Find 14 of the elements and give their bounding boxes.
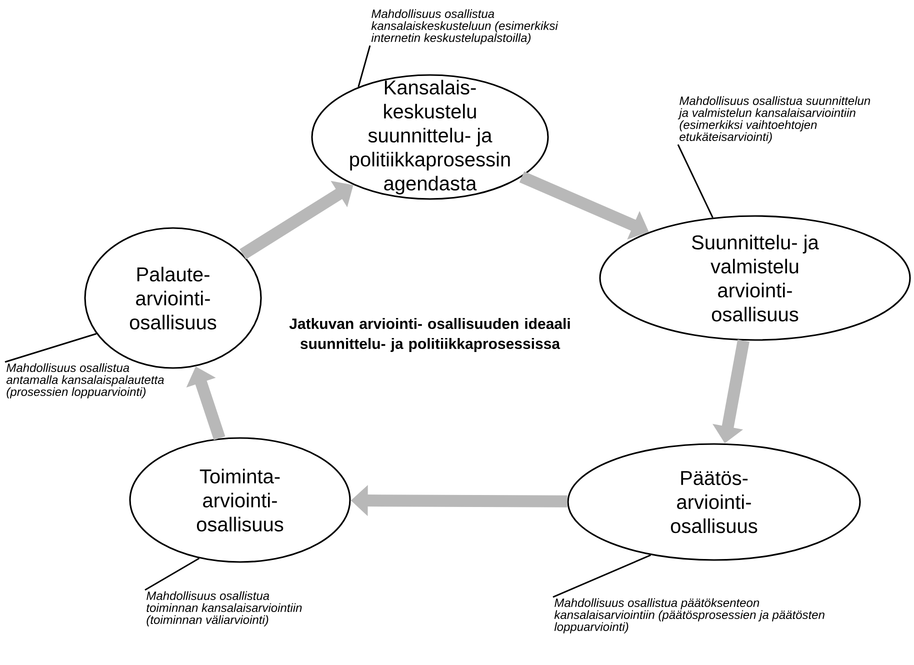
leader-line (552, 554, 652, 598)
leader-line (4, 333, 97, 363)
leader-line (144, 558, 200, 591)
ellipse-node: Päätös- arviointi- osallisuus (567, 443, 861, 561)
ellipse-node: Kansalais- keskustelu suunnittelu- ja politiikkaprosessin agendasta (311, 74, 549, 200)
note-text: Mahdollisuus osallistua toiminnan kansalaisarviointiin (toiminnan väliarviointi) (146, 591, 302, 626)
note-text: Mahdollisuus osallistua suunnittelun ja valmistelun kansalaisarviointiin (esimerkiksi vaihtoehtojen etukäteisarviointi) (678, 96, 870, 144)
note-text: Mahdollisuus osallistua päätöksenteon kansalaisarviointiin (päätösprosessien ja päätösten loppuarviointi) (554, 598, 824, 634)
ellipse-node: Suunnittelu- ja valmistelu arviointi- osallisuus (599, 215, 911, 341)
leader-line (358, 45, 371, 88)
leader-line (677, 144, 714, 218)
ellipse-node: Toiminta- arviointi- osallisuus (129, 437, 351, 563)
title: Jatkuvan arviointi- osallisuuden ideaali suunnittelu- ja politiikkaprosessissa (289, 318, 570, 352)
note-text: Mahdollisuus osallistua kansalaiskeskusteluun (esimerkiksi internetin keskustelupalstoilla) (371, 9, 558, 44)
